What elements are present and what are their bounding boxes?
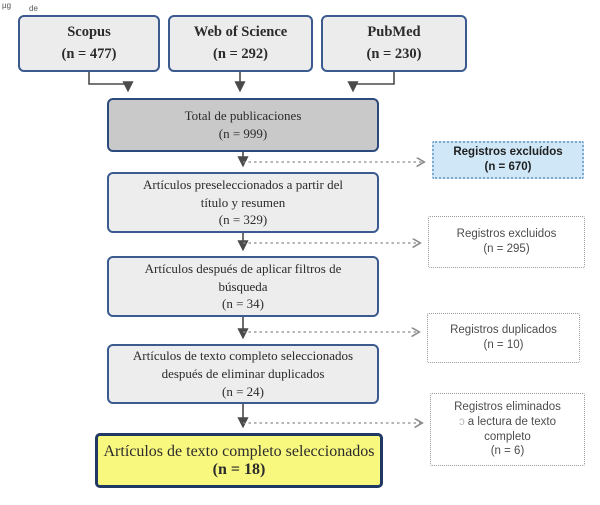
exclusion-label: Registros excluidos bbox=[456, 228, 557, 241]
flow-box-label: título y resumen bbox=[200, 194, 286, 210]
flow-box-label: búsqueda bbox=[218, 278, 268, 294]
source-name: PubMed bbox=[367, 24, 421, 41]
flow-box-count: (n = 999) bbox=[218, 126, 268, 141]
flow-box-count: (n = 18) bbox=[212, 460, 266, 478]
exclusion-count: (n = 295) bbox=[483, 243, 530, 255]
stray-text-ug: µg bbox=[2, 1, 12, 10]
source-name: Web of Science bbox=[193, 24, 288, 41]
flow-box-count: (n = 34) bbox=[222, 296, 264, 312]
exclusion-label: Registros duplicados bbox=[450, 324, 557, 337]
source-count: (n = 292) bbox=[213, 45, 268, 62]
exclusion-label: Registros excluídos bbox=[453, 146, 563, 159]
source-name: Scopus bbox=[67, 24, 111, 41]
exclusion-box-records-excluded-670: Registros excluídos (n = 670) bbox=[432, 141, 584, 179]
flow-box-filtered-articles: Artículos después de aplicar filtros de … bbox=[107, 256, 379, 317]
flow-box-total-publications: Total de publicaciones (n = 999) bbox=[107, 98, 379, 152]
flow-box-label: Artículos de texto completo seleccionado… bbox=[132, 348, 354, 364]
flow-box-count: (n = 329) bbox=[218, 212, 268, 228]
source-box-scopus: Scopus (n = 477) bbox=[18, 15, 160, 72]
flow-box-label: Artículos preseleccionados a partir del bbox=[143, 176, 343, 192]
flow-box-label: Artículos de texto completo seleccionado… bbox=[103, 442, 375, 460]
exclusion-label: Registros eliminados bbox=[454, 400, 561, 413]
flow-box-label: después de eliminar duplicados bbox=[161, 366, 325, 382]
exclusion-box-records-duplicated: Registros duplicados (n = 10) bbox=[427, 313, 580, 363]
source-box-pubmed: PubMed (n = 230) bbox=[321, 15, 467, 72]
source-count: (n = 230) bbox=[366, 45, 422, 62]
flow-box-deduplicated-articles: Artículos de texto completo seleccionado… bbox=[107, 344, 379, 404]
flow-box-label: Artículos después de aplicar filtros de bbox=[144, 260, 342, 276]
flow-box-label: Total de publicaciones bbox=[184, 108, 302, 124]
flow-box-preselected-articles: Artículos preseleccionados a partir del … bbox=[107, 172, 379, 233]
exclusion-count: (n = 670) bbox=[484, 161, 532, 173]
source-box-web-of-science: Web of Science (n = 292) bbox=[168, 15, 313, 72]
stray-text-de: de bbox=[29, 4, 38, 13]
exclusion-box-records-excluded-295: Registros excluidos (n = 295) bbox=[428, 216, 585, 268]
exclusion-label: completo bbox=[484, 430, 531, 443]
source-count: (n = 477) bbox=[61, 45, 117, 62]
exclusion-count: (n = 6) bbox=[490, 445, 525, 458]
flow-box-final-selected-articles: Artículos de texto completo seleccionado… bbox=[95, 433, 383, 488]
faint-artifact-glyph: c bbox=[459, 415, 465, 428]
flow-box-count: (n = 24) bbox=[222, 383, 264, 399]
exclusion-count: (n = 10) bbox=[483, 339, 524, 351]
exclusion-label-text: a lectura de texto bbox=[467, 415, 556, 428]
